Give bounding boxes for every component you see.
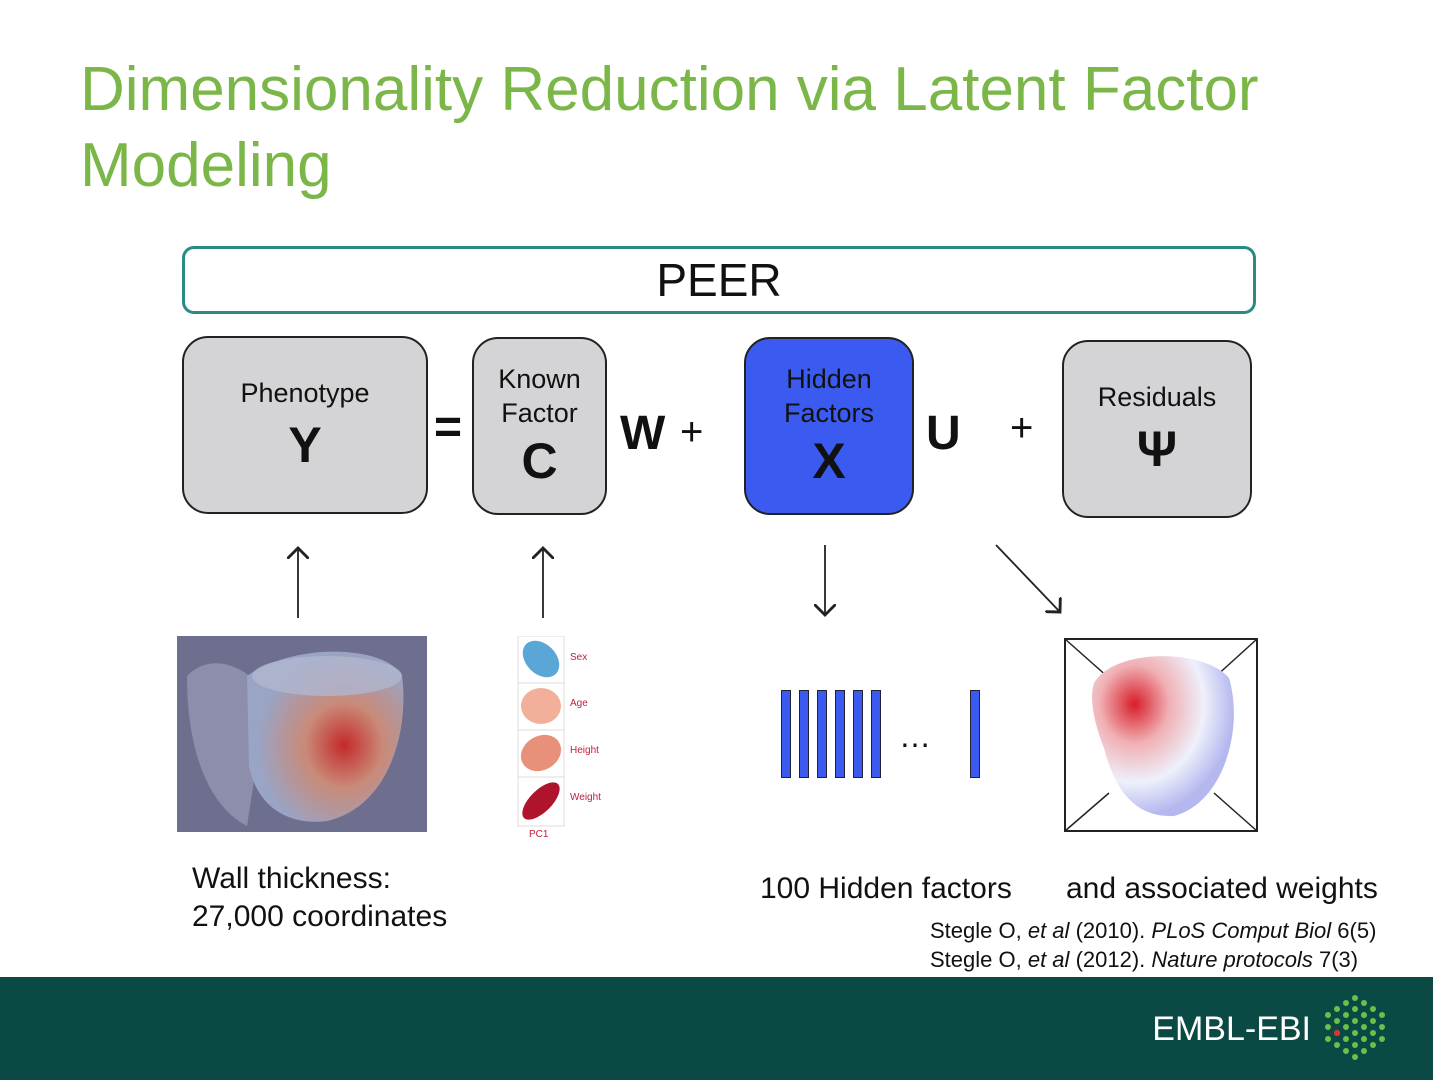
hidden-factor-bars: … (781, 690, 981, 778)
residuals-symbol: Ψ (1136, 421, 1178, 477)
hidden-bar-last (970, 690, 980, 778)
ref2-etal: et al (1027, 947, 1070, 972)
ref1-year: (2010). (1075, 918, 1146, 943)
covariate-ellipses (517, 636, 565, 827)
weight-ellipse (522, 782, 560, 820)
hidden-bar (799, 690, 809, 778)
known-symbol: C (521, 433, 558, 489)
peer-banner-label: PEER (656, 254, 782, 306)
known-label-line1: Known (498, 364, 581, 394)
hidden-bar (835, 690, 845, 778)
hidden-bars-ellipsis: … (899, 718, 931, 754)
wall-caption-line1: Wall thickness: (192, 862, 391, 895)
ref2-journal: Nature protocols (1151, 947, 1313, 972)
plus-sign-1: + (680, 410, 704, 454)
heart-render-icon (187, 651, 404, 826)
heart-wall-thickness-image (177, 636, 427, 832)
footer-bar (0, 977, 1433, 1080)
reference-2: Stegle O, et al (2012). Nature protocols… (930, 945, 1358, 974)
ref2-year: (2012). (1075, 947, 1146, 972)
sex-ellipse (522, 640, 560, 678)
hidden-factors-caption: 100 Hidden factors (760, 872, 1012, 905)
covariate-pc1-panel: Sex Age Height Weight PC1 (517, 636, 617, 840)
residuals-label: Residuals (1097, 382, 1217, 412)
hidden-bar (817, 690, 827, 778)
peer-banner: PEER (182, 246, 1256, 314)
w-operator: W (620, 407, 666, 460)
equals-sign: = (434, 401, 463, 454)
u-operator: U (926, 407, 961, 460)
reference-1: Stegle O, et al (2010). PLoS Comput Biol… (930, 916, 1376, 945)
ref1-vol: 6(5) (1337, 918, 1377, 943)
weights-render-icon (1064, 638, 1258, 832)
ref2-author: Stegle O, (930, 947, 1022, 972)
ref2-vol: 7(3) (1318, 947, 1359, 972)
wall-caption-line2: 27,000 coordinates (192, 900, 448, 933)
hidden-bar (853, 690, 863, 778)
weights-caption: and associated weights (1066, 872, 1378, 905)
covariate-label-age: Age (570, 698, 588, 709)
arrows-layer (0, 544, 1433, 618)
phenotype-label: Phenotype (240, 378, 370, 408)
ref1-etal: et al (1027, 918, 1070, 943)
known-label-line2: Factor (501, 398, 578, 428)
covariate-axis-label: PC1 (529, 829, 549, 840)
slide-title: Dimensionality Reduction via Latent Fact… (80, 55, 1259, 200)
known-factor-node: Known Factor C (472, 337, 607, 515)
phenotype-symbol: Y (288, 417, 322, 473)
hidden-bar (871, 690, 881, 778)
covariate-label-sex: Sex (570, 652, 588, 663)
embl-ebi-hexagon-logo-icon (1325, 995, 1385, 1060)
age-ellipse (521, 688, 561, 724)
hidden-label-line1: Hidden (786, 364, 872, 394)
embl-ebi-logo-text: EMBL-EBI (1152, 1010, 1311, 1048)
hidden-factors-node: Hidden Factors X (744, 337, 914, 515)
residuals-node: Residuals Ψ (1062, 340, 1252, 518)
ref1-author: Stegle O, (930, 918, 1022, 943)
weights-heart-image (1064, 638, 1258, 832)
wall-thickness-caption: Wall thickness: 27,000 coordinates (192, 860, 447, 936)
plus-sign-2: + (1010, 406, 1034, 450)
hidden-bar (781, 690, 791, 778)
hidden-symbol: X (812, 433, 846, 489)
hidden-label-line2: Factors (783, 398, 875, 428)
ref1-journal: PLoS Comput Biol (1151, 918, 1332, 943)
height-ellipse (520, 734, 562, 772)
covariate-label-height: Height (570, 745, 599, 756)
phenotype-node: Phenotype Y (182, 336, 428, 514)
covariate-label-weight: Weight (570, 792, 601, 803)
arrow-diag-weights (995, 544, 1060, 612)
